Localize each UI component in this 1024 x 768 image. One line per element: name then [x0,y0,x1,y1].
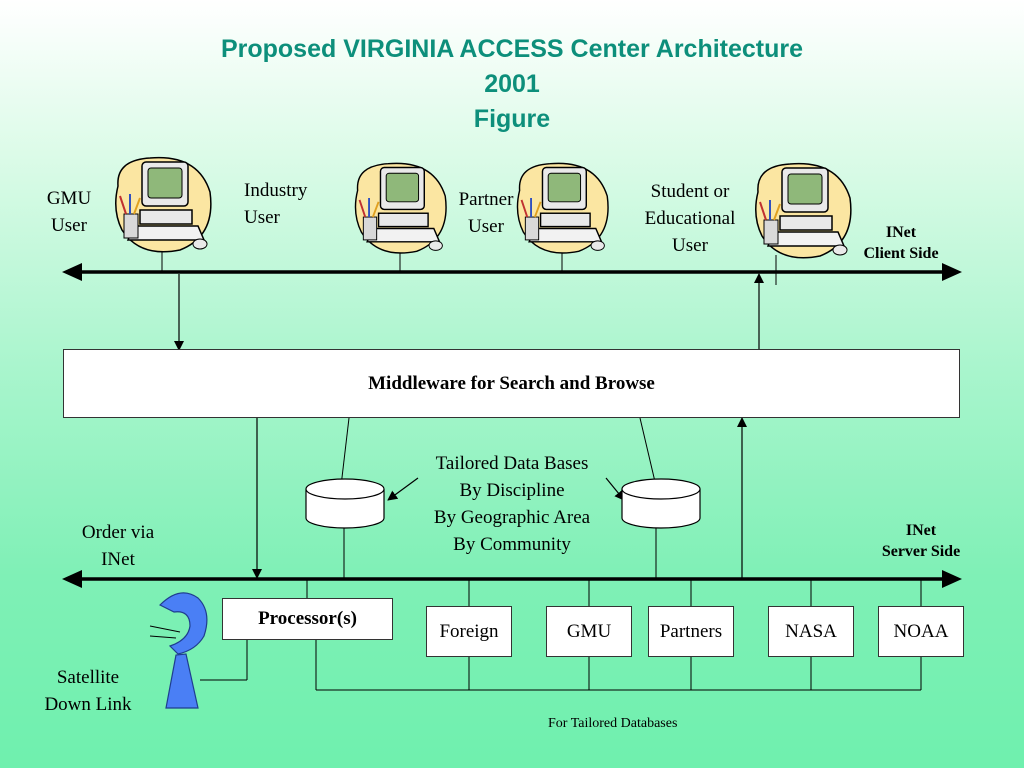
client-bus-left-arrow [62,263,82,281]
computer-user-icon [115,156,212,253]
processor-box: Processor(s) [222,598,393,640]
industry-user-label: Industry User [244,180,308,228]
db-box-foreign: Foreign [426,606,512,657]
satellite-downlink-label: Satellite Down Link [44,667,132,715]
title-line-3: Figure [473,105,551,133]
server-bus-right-arrow [942,570,962,588]
db-box-noaa: NOAA [878,606,964,657]
satellite-dish-icon [149,592,208,709]
student-user-label: Student or Educational User [644,181,736,256]
order-via-inet-label: Order via INet [81,522,155,570]
title-line-1: Proposed VIRGINIA ACCESS Center Architec… [220,35,804,63]
partner-user-label: Partner User [458,189,514,237]
database-cylinder-right [621,478,701,529]
client-bus-right-arrow [942,263,962,281]
gmu-user-label: GMU User [46,188,92,236]
inet-client-side-label: INet Client Side [863,224,939,262]
db-box-partners: Partners [648,606,734,657]
middleware-box: Middleware for Search and Browse [63,349,960,418]
processor-label: Processor(s) [258,608,357,629]
computer-user-icon [516,162,609,254]
computer-user-icon [755,162,852,259]
db-box-gmu: GMU [546,606,632,657]
title-line-2: 2001 [484,70,540,98]
middleware-label: Middleware for Search and Browse [368,372,655,394]
inet-server-side-label: INet Server Side [881,522,961,560]
database-cylinder-left [305,478,385,529]
computer-user-icon [354,162,447,254]
db-box-nasa: NASA [768,606,854,657]
footnote-label: For Tailored Databases [548,716,678,731]
diagram-title: Proposed VIRGINIA ACCESS Center Architec… [0,32,1024,137]
tailored-databases-label: Tailored Data Bases By Discipline By Geo… [433,453,591,555]
server-bus-left-arrow [62,570,82,588]
